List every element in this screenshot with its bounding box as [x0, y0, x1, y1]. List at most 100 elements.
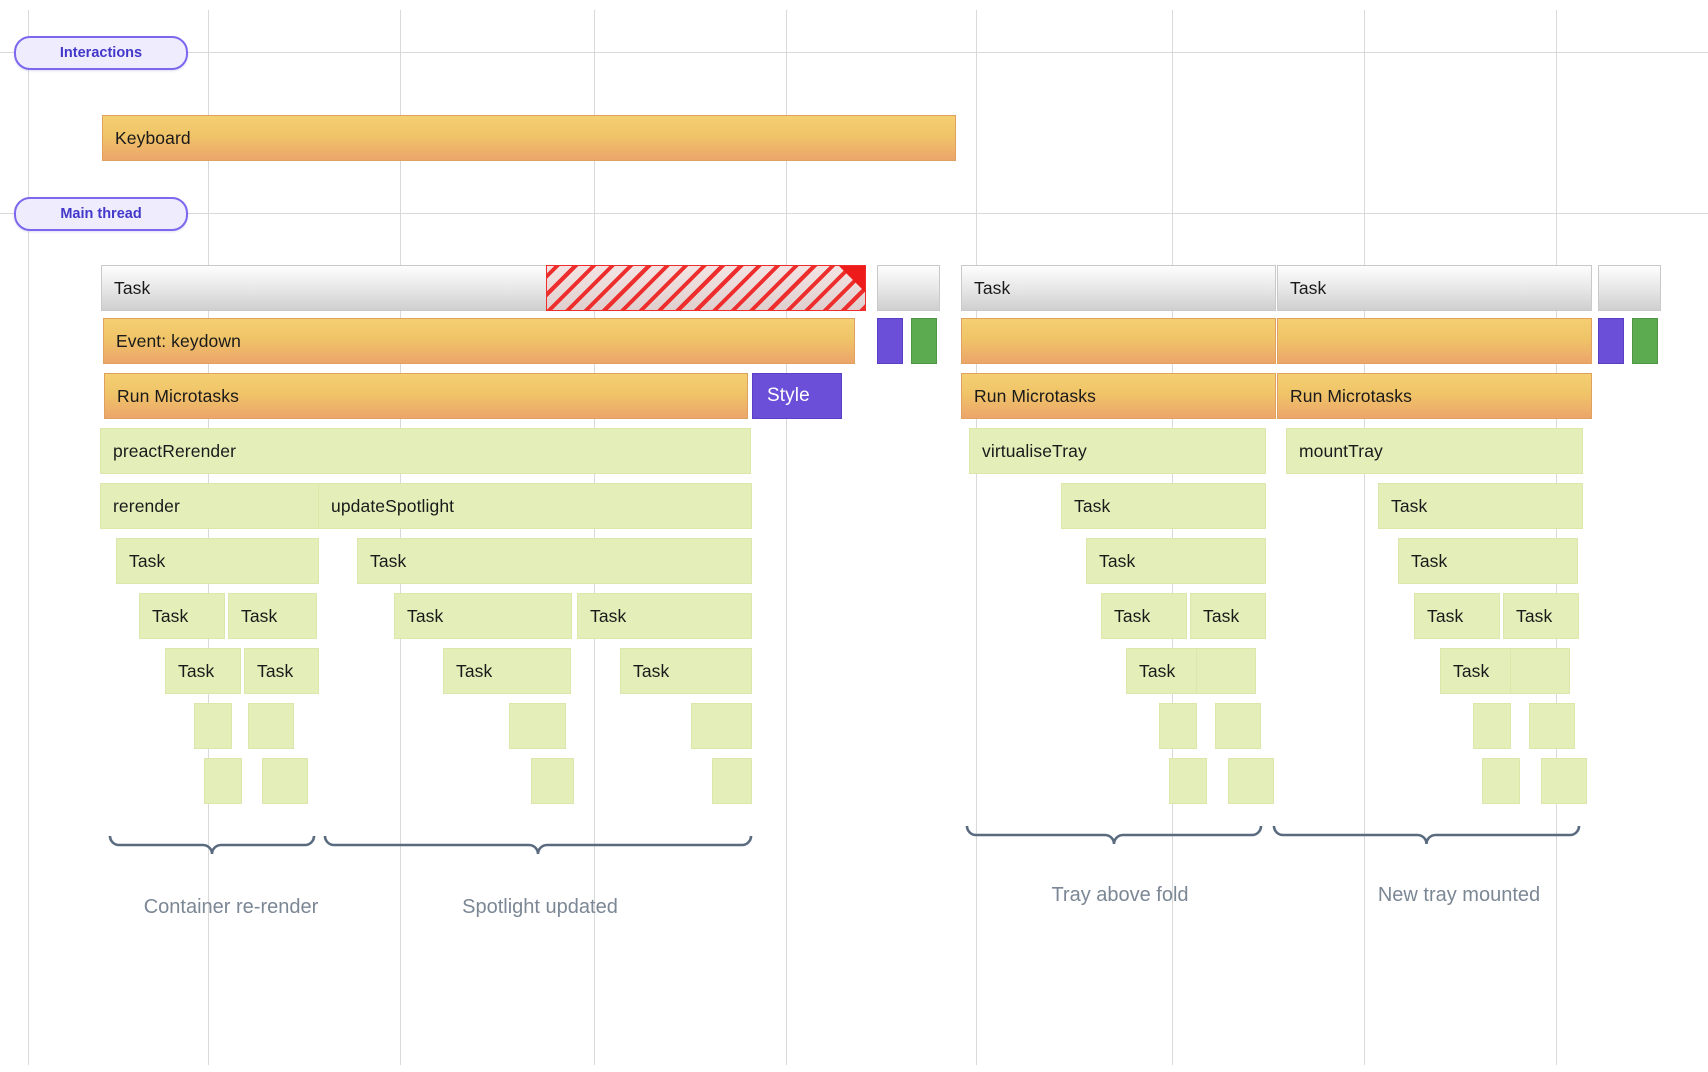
gridline-3	[594, 10, 595, 1065]
annotation-label-spotlight-updated: Spotlight updated	[462, 896, 618, 918]
track-rule-interactions	[0, 52, 1708, 53]
flame-bar-d7-task-2[interactable]: Task	[443, 648, 571, 694]
flame-bar-d9-block-7[interactable]	[1541, 758, 1587, 804]
annotation-brace-spotlight-updated	[323, 835, 753, 862]
flame-bar-d5-task-1[interactable]: Task	[357, 538, 752, 584]
flame-bar-d9-block-5[interactable]	[1228, 758, 1274, 804]
bar-label: Keyboard	[115, 127, 191, 148]
flame-bar-d5-task-0[interactable]: Task	[116, 538, 319, 584]
flame-bar-d8-block-5[interactable]	[1215, 703, 1261, 749]
flame-bar-d8-block-1[interactable]	[248, 703, 294, 749]
flame-bar-d5-task-3[interactable]: Task	[1398, 538, 1578, 584]
bar-label: preactRerender	[113, 440, 236, 461]
bar-label: Task	[1427, 605, 1464, 626]
flame-bar-d9-block-1[interactable]	[262, 758, 308, 804]
flame-bar-d6-task-0[interactable]: Task	[139, 593, 225, 639]
bar-label: Task	[1290, 277, 1327, 298]
gridline-1	[208, 10, 209, 1065]
bar-label: Task	[370, 550, 407, 571]
gridline-2	[400, 10, 401, 1065]
bar-label: Run Microtasks	[1290, 385, 1412, 406]
flame-bar-d2-run-microtasks-0[interactable]: Run Microtasks	[104, 373, 748, 419]
flame-bar-d5-task-2[interactable]: Task	[1086, 538, 1266, 584]
flame-bar-d2-style-1[interactable]: Style	[752, 373, 842, 419]
flame-bar-d1-block-3[interactable]	[961, 318, 1276, 364]
bar-label: Style	[767, 385, 810, 406]
bar-label: Event: keydown	[116, 330, 241, 351]
bar-label: Task	[114, 277, 151, 298]
flame-bar-d1-block-5[interactable]	[1598, 318, 1624, 364]
flame-bar-d9-block-4[interactable]	[1169, 758, 1207, 804]
flame-bar-d3-preactrerender-0[interactable]: preactRerender	[100, 428, 751, 474]
flame-bar-d8-block-7[interactable]	[1529, 703, 1575, 749]
flame-bar-d6-task-7[interactable]: Task	[1503, 593, 1579, 639]
flame-bar-d1-block-1[interactable]	[877, 318, 903, 364]
annotation-label-container-re-render: Container re-render	[143, 896, 319, 918]
flame-bar-d1-event-keydown-0[interactable]: Event: keydown	[103, 318, 855, 364]
annotation-brace-tray-above-fold	[965, 825, 1263, 852]
flame-bar-d0-block-4[interactable]	[1598, 265, 1661, 311]
flame-bar-d8-block-4[interactable]	[1159, 703, 1197, 749]
bar-label: Task	[974, 277, 1011, 298]
interaction-bar-keyboard[interactable]: Keyboard	[102, 115, 956, 161]
track-header-main-thread[interactable]: Main thread	[14, 197, 188, 231]
flame-bar-d0-task-2[interactable]: Task	[961, 265, 1276, 311]
flame-bar-d4-task-2[interactable]: Task	[1061, 483, 1266, 529]
flame-bar-d7-task-1[interactable]: Task	[244, 648, 319, 694]
bar-label: Task	[1203, 605, 1240, 626]
flame-bar-d6-task-2[interactable]: Task	[394, 593, 572, 639]
flame-bar-d0-task-0[interactable]: Task	[101, 265, 866, 311]
flame-bar-d8-block-3[interactable]	[691, 703, 752, 749]
bar-label: Task	[129, 550, 166, 571]
flame-bar-d6-task-3[interactable]: Task	[577, 593, 752, 639]
flame-bar-d0-block-1[interactable]	[877, 265, 940, 311]
bar-label: rerender	[113, 495, 180, 516]
bar-label: Task	[1099, 550, 1136, 571]
bar-label: Task	[590, 605, 627, 626]
flame-bar-d7-task-3[interactable]: Task	[620, 648, 752, 694]
flame-bar-d0-task-3[interactable]: Task	[1277, 265, 1592, 311]
bar-label: Task	[1516, 605, 1553, 626]
gridline-0	[28, 10, 29, 1065]
flame-bar-d2-run-microtasks-3[interactable]: Run Microtasks	[1277, 373, 1592, 419]
flame-bar-d6-task-4[interactable]: Task	[1101, 593, 1187, 639]
annotation-brace-container-re-render	[108, 835, 316, 862]
gridline-5	[976, 10, 977, 1065]
bar-label: Task	[1114, 605, 1151, 626]
bar-label: Task	[257, 660, 294, 681]
flame-bar-d6-task-5[interactable]: Task	[1190, 593, 1266, 639]
flame-bar-d9-block-3[interactable]	[712, 758, 752, 804]
flame-bar-d4-rerender-0[interactable]: rerender	[100, 483, 319, 529]
flame-bar-d9-block-2[interactable]	[531, 758, 574, 804]
bar-label: Task	[407, 605, 444, 626]
flame-bar-d8-block-0[interactable]	[194, 703, 232, 749]
bar-label: Task	[633, 660, 670, 681]
flame-bar-d7-task-0[interactable]: Task	[165, 648, 241, 694]
flame-bar-d4-updatespotlight-1[interactable]: updateSpotlight	[318, 483, 752, 529]
bar-label: updateSpotlight	[331, 495, 455, 516]
track-header-interactions[interactable]: Interactions	[14, 36, 188, 70]
track-rule-main-thread	[0, 213, 1708, 214]
flame-bar-d1-block-2[interactable]	[911, 318, 937, 364]
flame-bar-d1-block-4[interactable]	[1277, 318, 1592, 364]
flame-bar-d3-mounttray-2[interactable]: mountTray	[1286, 428, 1583, 474]
flame-bar-d6-task-1[interactable]: Task	[228, 593, 317, 639]
flame-bar-d8-block-2[interactable]	[509, 703, 566, 749]
flame-bar-d3-virtualisetray-1[interactable]: virtualiseTray	[969, 428, 1266, 474]
bar-label: Task	[1411, 550, 1448, 571]
gridline-8	[1556, 10, 1557, 1065]
flame-bar-d9-block-6[interactable]	[1482, 758, 1520, 804]
flame-bar-d2-run-microtasks-2[interactable]: Run Microtasks	[961, 373, 1276, 419]
flame-bar-d9-block-0[interactable]	[204, 758, 242, 804]
gridline-4	[786, 10, 787, 1065]
gridline-6	[1172, 10, 1173, 1065]
flame-bar-d6-task-6[interactable]: Task	[1414, 593, 1500, 639]
bar-label: Task	[241, 605, 278, 626]
flame-bar-d1-block-6[interactable]	[1632, 318, 1658, 364]
flame-bar-d8-block-6[interactable]	[1473, 703, 1511, 749]
flame-bar-d4-task-3[interactable]: Task	[1378, 483, 1583, 529]
annotation-brace-new-tray-mounted	[1272, 825, 1581, 852]
flame-bar-d7-block-7[interactable]	[1510, 648, 1570, 694]
flame-bar-d7-block-5[interactable]	[1196, 648, 1256, 694]
